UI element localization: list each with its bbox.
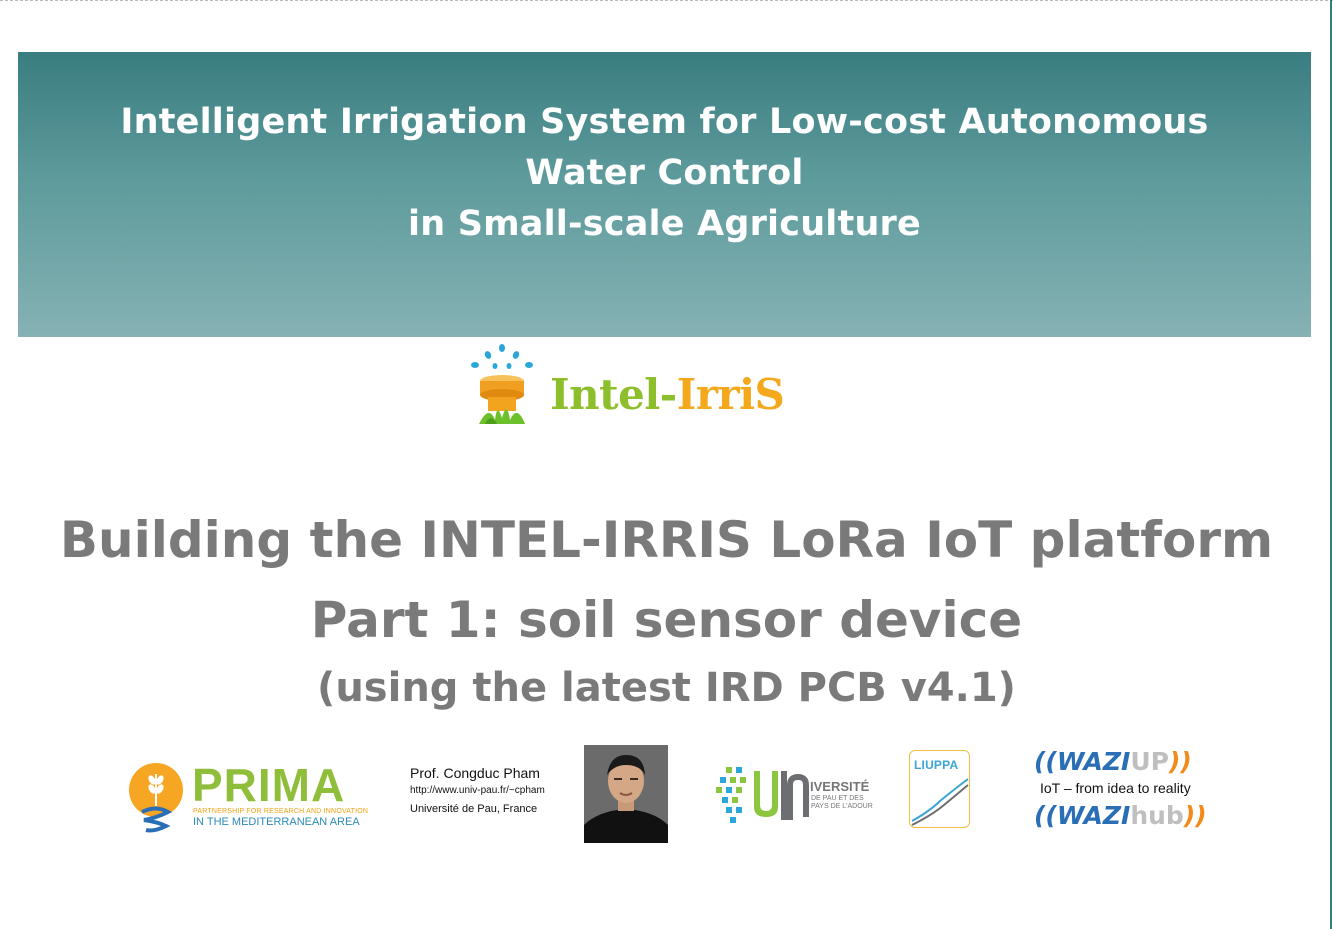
wazihub-wordmark: ((WAZIhub)) (1034, 802, 1207, 830)
author-url: http://www.univ-pau.fr/~cpham (410, 785, 545, 796)
title-line-1: Intelligent Irrigation System for Low-co… (120, 102, 1209, 142)
waziup-wordmark: ((WAZIUP)) (1034, 748, 1192, 776)
wazihub-end: )) (1183, 801, 1207, 830)
prima-name: PRIMA (192, 759, 346, 811)
prima-emblem-icon (129, 763, 183, 833)
author-block: Prof. Congduc Pham http://www.univ-pau.f… (410, 764, 590, 818)
subtitle-line-2: Part 1: soil sensor device (310, 591, 1023, 649)
page-right-edge (1330, 0, 1332, 929)
subtitle-line-1: Building the INTEL-IRRIS LoRa IoT platfo… (59, 511, 1274, 569)
wazihub-hub: hub (1130, 801, 1184, 830)
waziup-up: UP (1130, 747, 1169, 776)
logo-word-irris: IrriS (676, 370, 785, 419)
sprinkler-icon (471, 344, 533, 424)
author-photo (584, 745, 668, 843)
prima-logo: PRIMA PARTNERSHIP FOR RESEARCH AND INNOV… (128, 760, 368, 835)
upau-name: IVERSITÉ (810, 779, 870, 794)
title-banner: Intelligent Irrigation System for Low-co… (18, 52, 1311, 337)
waziup-end: )) (1168, 747, 1192, 776)
wazihub-wazi: ((WAZI (1034, 801, 1131, 830)
liuppa-logo: LIUPPA (909, 750, 970, 828)
author-university: Université de Pau, France (410, 803, 538, 815)
upau-sub-1: DE PAU ET DES (811, 795, 864, 802)
upau-emblem-icon (716, 767, 809, 823)
logo-word-intel: Intel- (550, 370, 677, 419)
author-name: Prof. Congduc Pham (410, 765, 540, 781)
universite-pau-logo: IVERSITÉ DE PAU ET DES PAYS DE L'ADOUR (710, 755, 888, 833)
subtitle-line-3: (using the latest IRD PCB v4.1) (317, 665, 1016, 711)
liuppa-graph-icon (911, 778, 969, 826)
waziup-logo: ((WAZIUP)) IoT – from idea to reality ((… (1034, 745, 1219, 835)
title-line-3: in Small-scale Agriculture (408, 204, 921, 244)
prima-tagline-2: IN THE MEDITERRANEAN AREA (193, 816, 360, 828)
upau-sub-2: PAYS DE L'ADOUR (811, 803, 873, 810)
page-top-border (0, 0, 1333, 1)
prima-tagline-1: PARTNERSHIP FOR RESEARCH AND INNOVATION (193, 808, 369, 815)
liuppa-name: LIUPPA (914, 758, 959, 772)
waziup-wazi: ((WAZI (1034, 747, 1131, 776)
waziup-tagline: IoT – from idea to reality (1040, 780, 1191, 796)
logo-wordmark: Intel-IrriS (550, 370, 785, 420)
intel-irris-logo: Intel-IrriS (465, 342, 810, 432)
title-line-2: Water Control (525, 153, 804, 193)
